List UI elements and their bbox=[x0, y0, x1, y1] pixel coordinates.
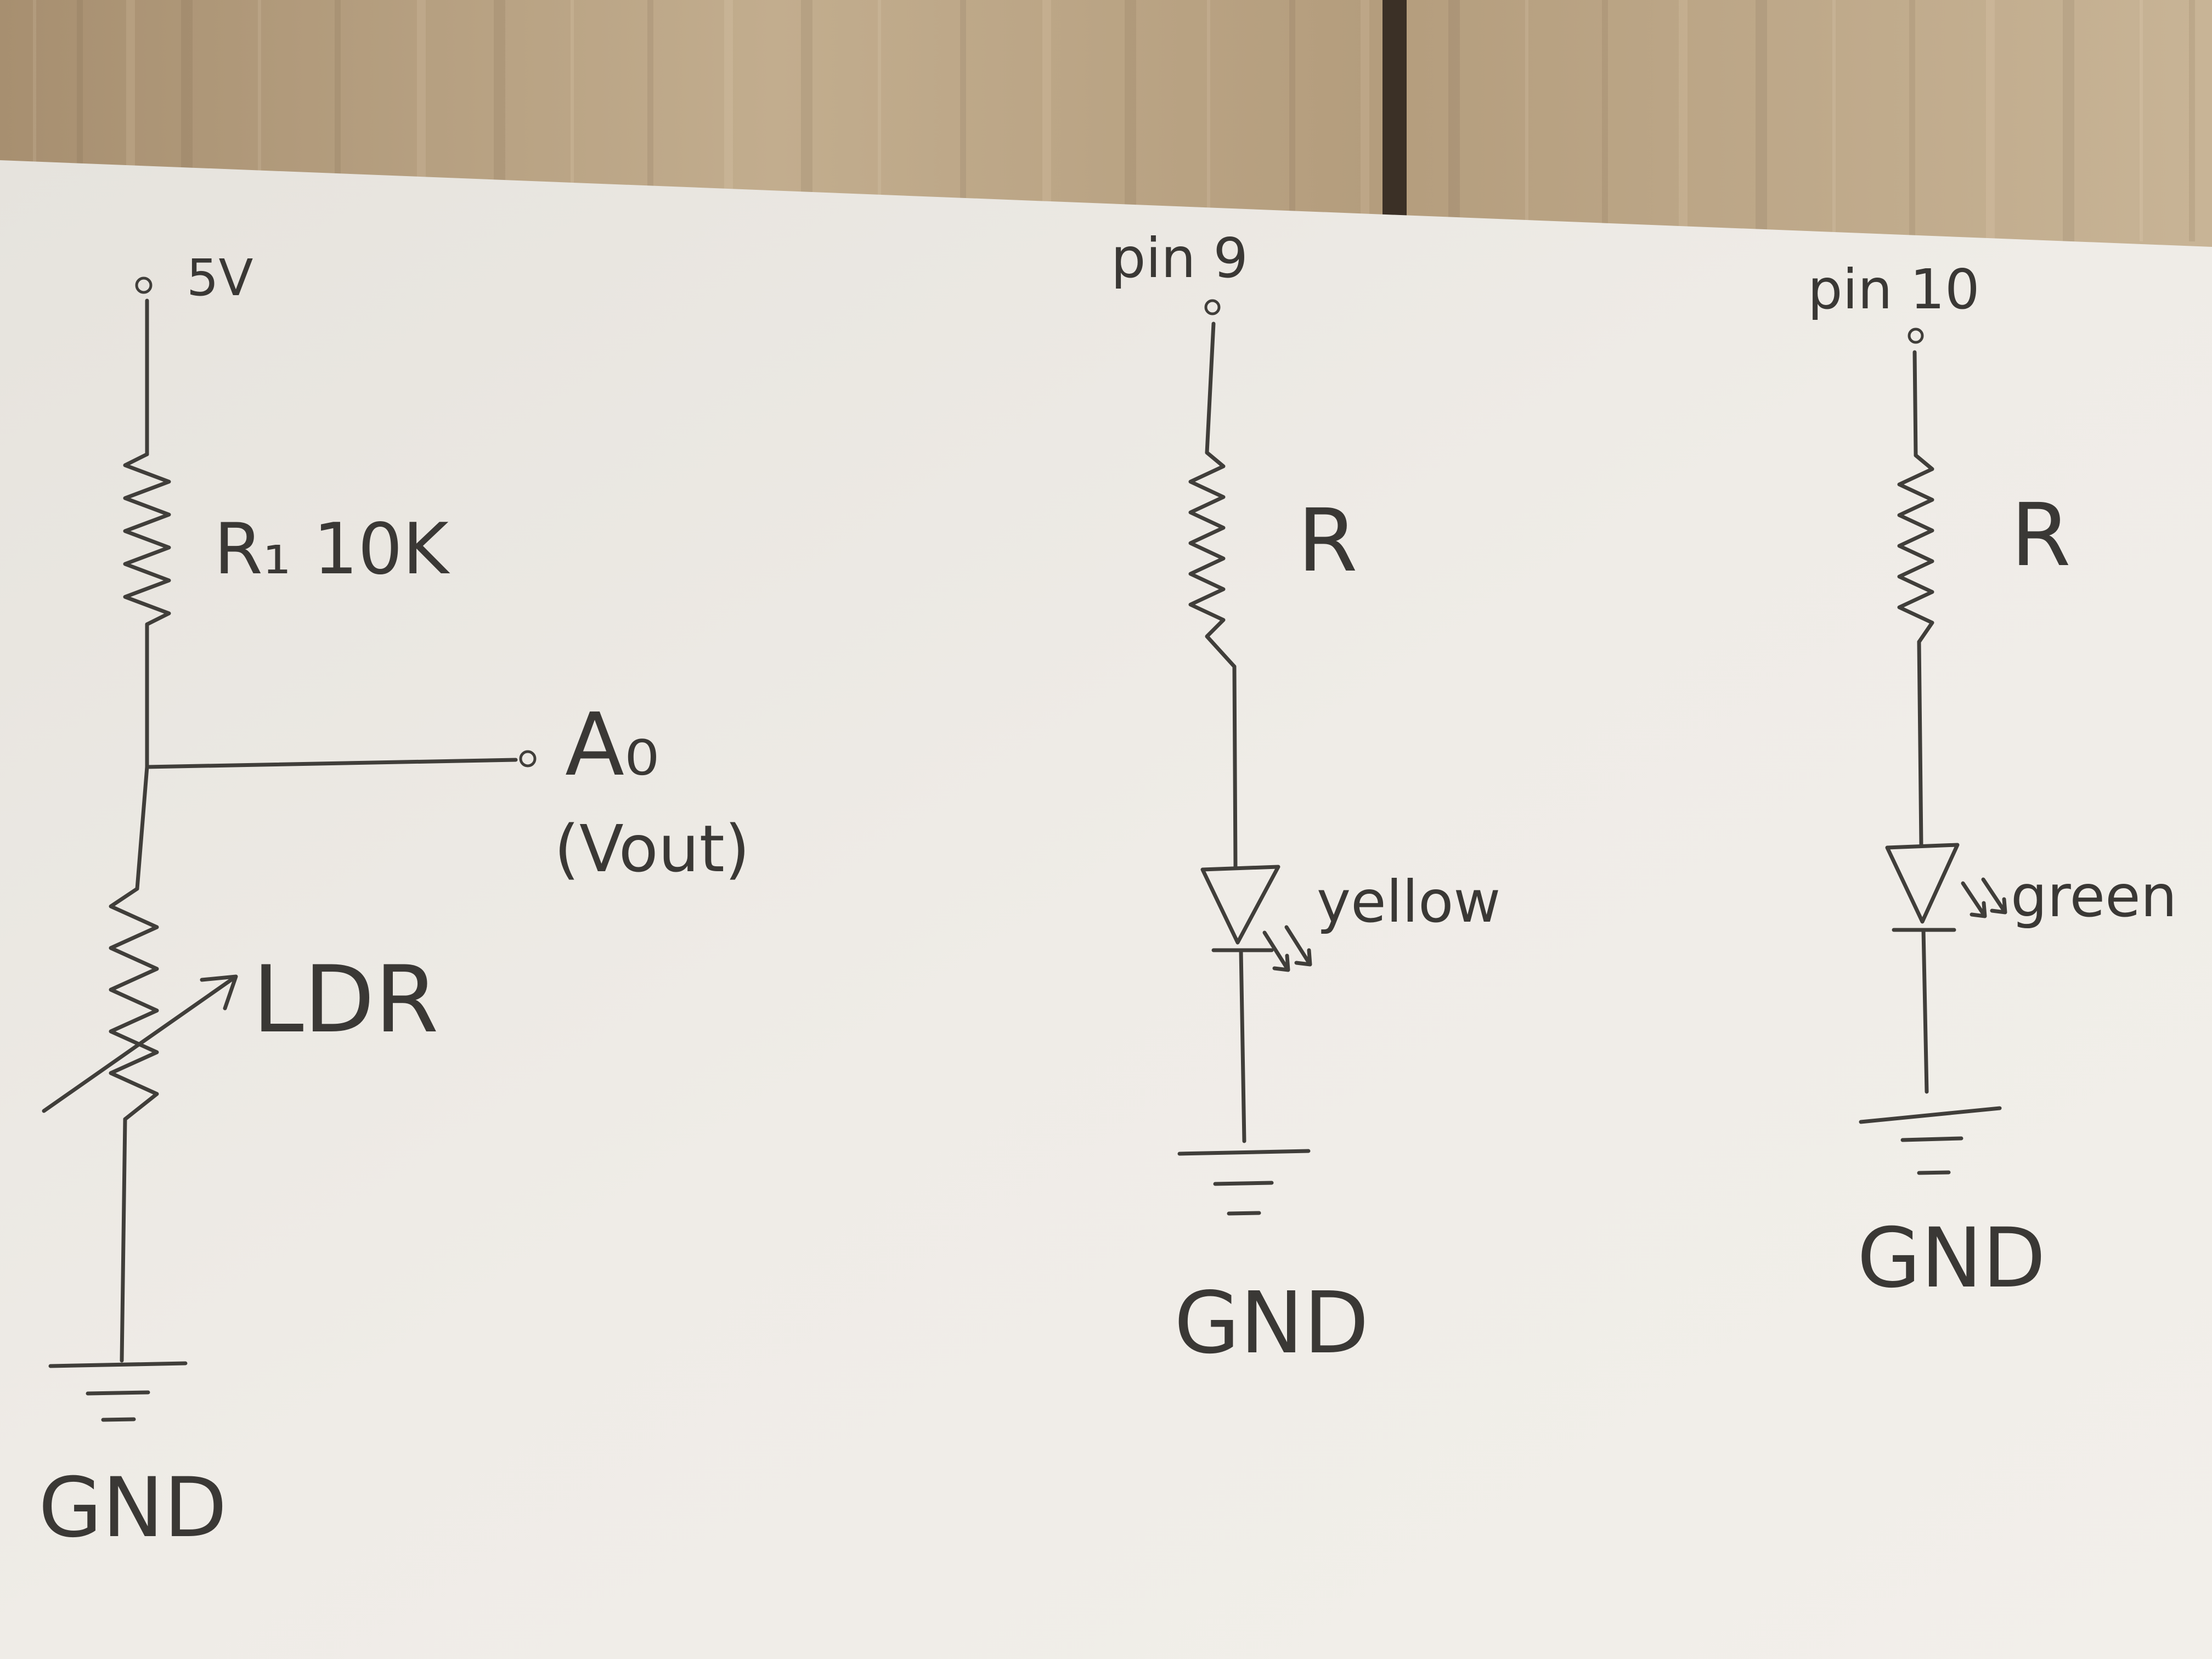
ldr-ground-label: GND bbox=[38, 1460, 227, 1556]
wood-grain-streak bbox=[1986, 0, 1995, 241]
pin10-label: pin 10 bbox=[1808, 257, 1980, 321]
output-wire bbox=[145, 758, 518, 769]
wood-grain-streak bbox=[258, 0, 261, 241]
ldr-divider-circuit: 5V R₁ 10K A₀ (Vout) LDR GND bbox=[38, 249, 750, 1556]
wood-grain-streak bbox=[1448, 0, 1460, 241]
yellow-led-wire-in bbox=[1232, 664, 1238, 869]
resistor-r1-label: R₁ 10K bbox=[214, 509, 450, 590]
wood-grain-streak bbox=[960, 0, 966, 241]
pin10-terminal bbox=[1908, 328, 1924, 344]
green-led-wire-in bbox=[1917, 640, 1923, 847]
wood-grain-streak bbox=[1289, 0, 1295, 241]
wood-grain-streak bbox=[1679, 0, 1688, 241]
supply-label: 5V bbox=[187, 249, 253, 307]
pin9-wire bbox=[1205, 321, 1216, 455]
wood-grain-streak bbox=[1125, 0, 1136, 241]
supply-terminal bbox=[135, 276, 153, 294]
wood-grain-streak bbox=[1909, 0, 1915, 241]
wood-grain-streak bbox=[1832, 0, 1836, 241]
output-terminal bbox=[519, 750, 537, 768]
ldr-arrow-icon bbox=[42, 974, 238, 1113]
wood-grain-streak bbox=[2189, 0, 2195, 241]
wood-grain-streak bbox=[1602, 0, 1608, 241]
wood-grain-streak bbox=[1756, 0, 1767, 241]
ground-symbol-icon bbox=[1177, 1149, 1311, 1216]
resistor-yellow-label: R bbox=[1297, 490, 1358, 591]
ldr-symbol bbox=[109, 887, 159, 1121]
ldr-label: LDR bbox=[252, 946, 439, 1053]
yellow-ground-label: GND bbox=[1174, 1273, 1369, 1373]
pin10-wire bbox=[1912, 350, 1918, 458]
resistor-yellow-symbol bbox=[1188, 450, 1237, 669]
output-sublabel: (Vout) bbox=[554, 811, 750, 887]
wood-grain-streak bbox=[335, 0, 341, 241]
yellow-led-circuit: pin 9 R yellow GND bbox=[1111, 226, 1500, 1373]
yellow-led-label: yellow bbox=[1317, 868, 1500, 935]
resistor-green-label: R bbox=[2011, 485, 2071, 586]
wood-grain-streak bbox=[647, 0, 653, 241]
wood-plank-gap bbox=[1383, 0, 1407, 230]
wood-grain-streak bbox=[1042, 0, 1051, 241]
wood-grain-streak bbox=[878, 0, 881, 241]
green-ground-label: GND bbox=[1857, 1211, 2046, 1306]
ground-symbol-icon bbox=[1859, 1106, 2002, 1175]
pin9-label: pin 9 bbox=[1111, 226, 1248, 290]
ldr-ground-wire bbox=[120, 1117, 127, 1363]
green-led-wire-out bbox=[1921, 928, 1929, 1094]
wood-grain-streak bbox=[33, 0, 36, 241]
output-label: A₀ bbox=[565, 695, 659, 795]
paper-sheet bbox=[0, 160, 2212, 1659]
wood-grain-streak bbox=[77, 0, 83, 241]
wood-grain-streak bbox=[1361, 0, 1369, 241]
resistor-r1-symbol bbox=[123, 452, 171, 627]
green-led-label: green bbox=[2011, 863, 2177, 930]
pin9-terminal bbox=[1204, 299, 1221, 315]
ground-symbol-icon bbox=[48, 1361, 188, 1422]
wood-grain-streak bbox=[1207, 0, 1210, 241]
wood-grain-streak bbox=[2063, 0, 2074, 241]
wood-grain-streak bbox=[2140, 0, 2143, 241]
green-led-circuit: pin 10 R green GND bbox=[1808, 257, 2177, 1306]
wood-grain-streak bbox=[724, 0, 733, 241]
wood-grain-streak bbox=[1525, 0, 1528, 241]
wood-grain-streak bbox=[801, 0, 812, 241]
wood-grain-streak bbox=[571, 0, 574, 241]
resistor-green-symbol bbox=[1897, 453, 1934, 644]
yellow-led-wire-out bbox=[1239, 948, 1246, 1143]
